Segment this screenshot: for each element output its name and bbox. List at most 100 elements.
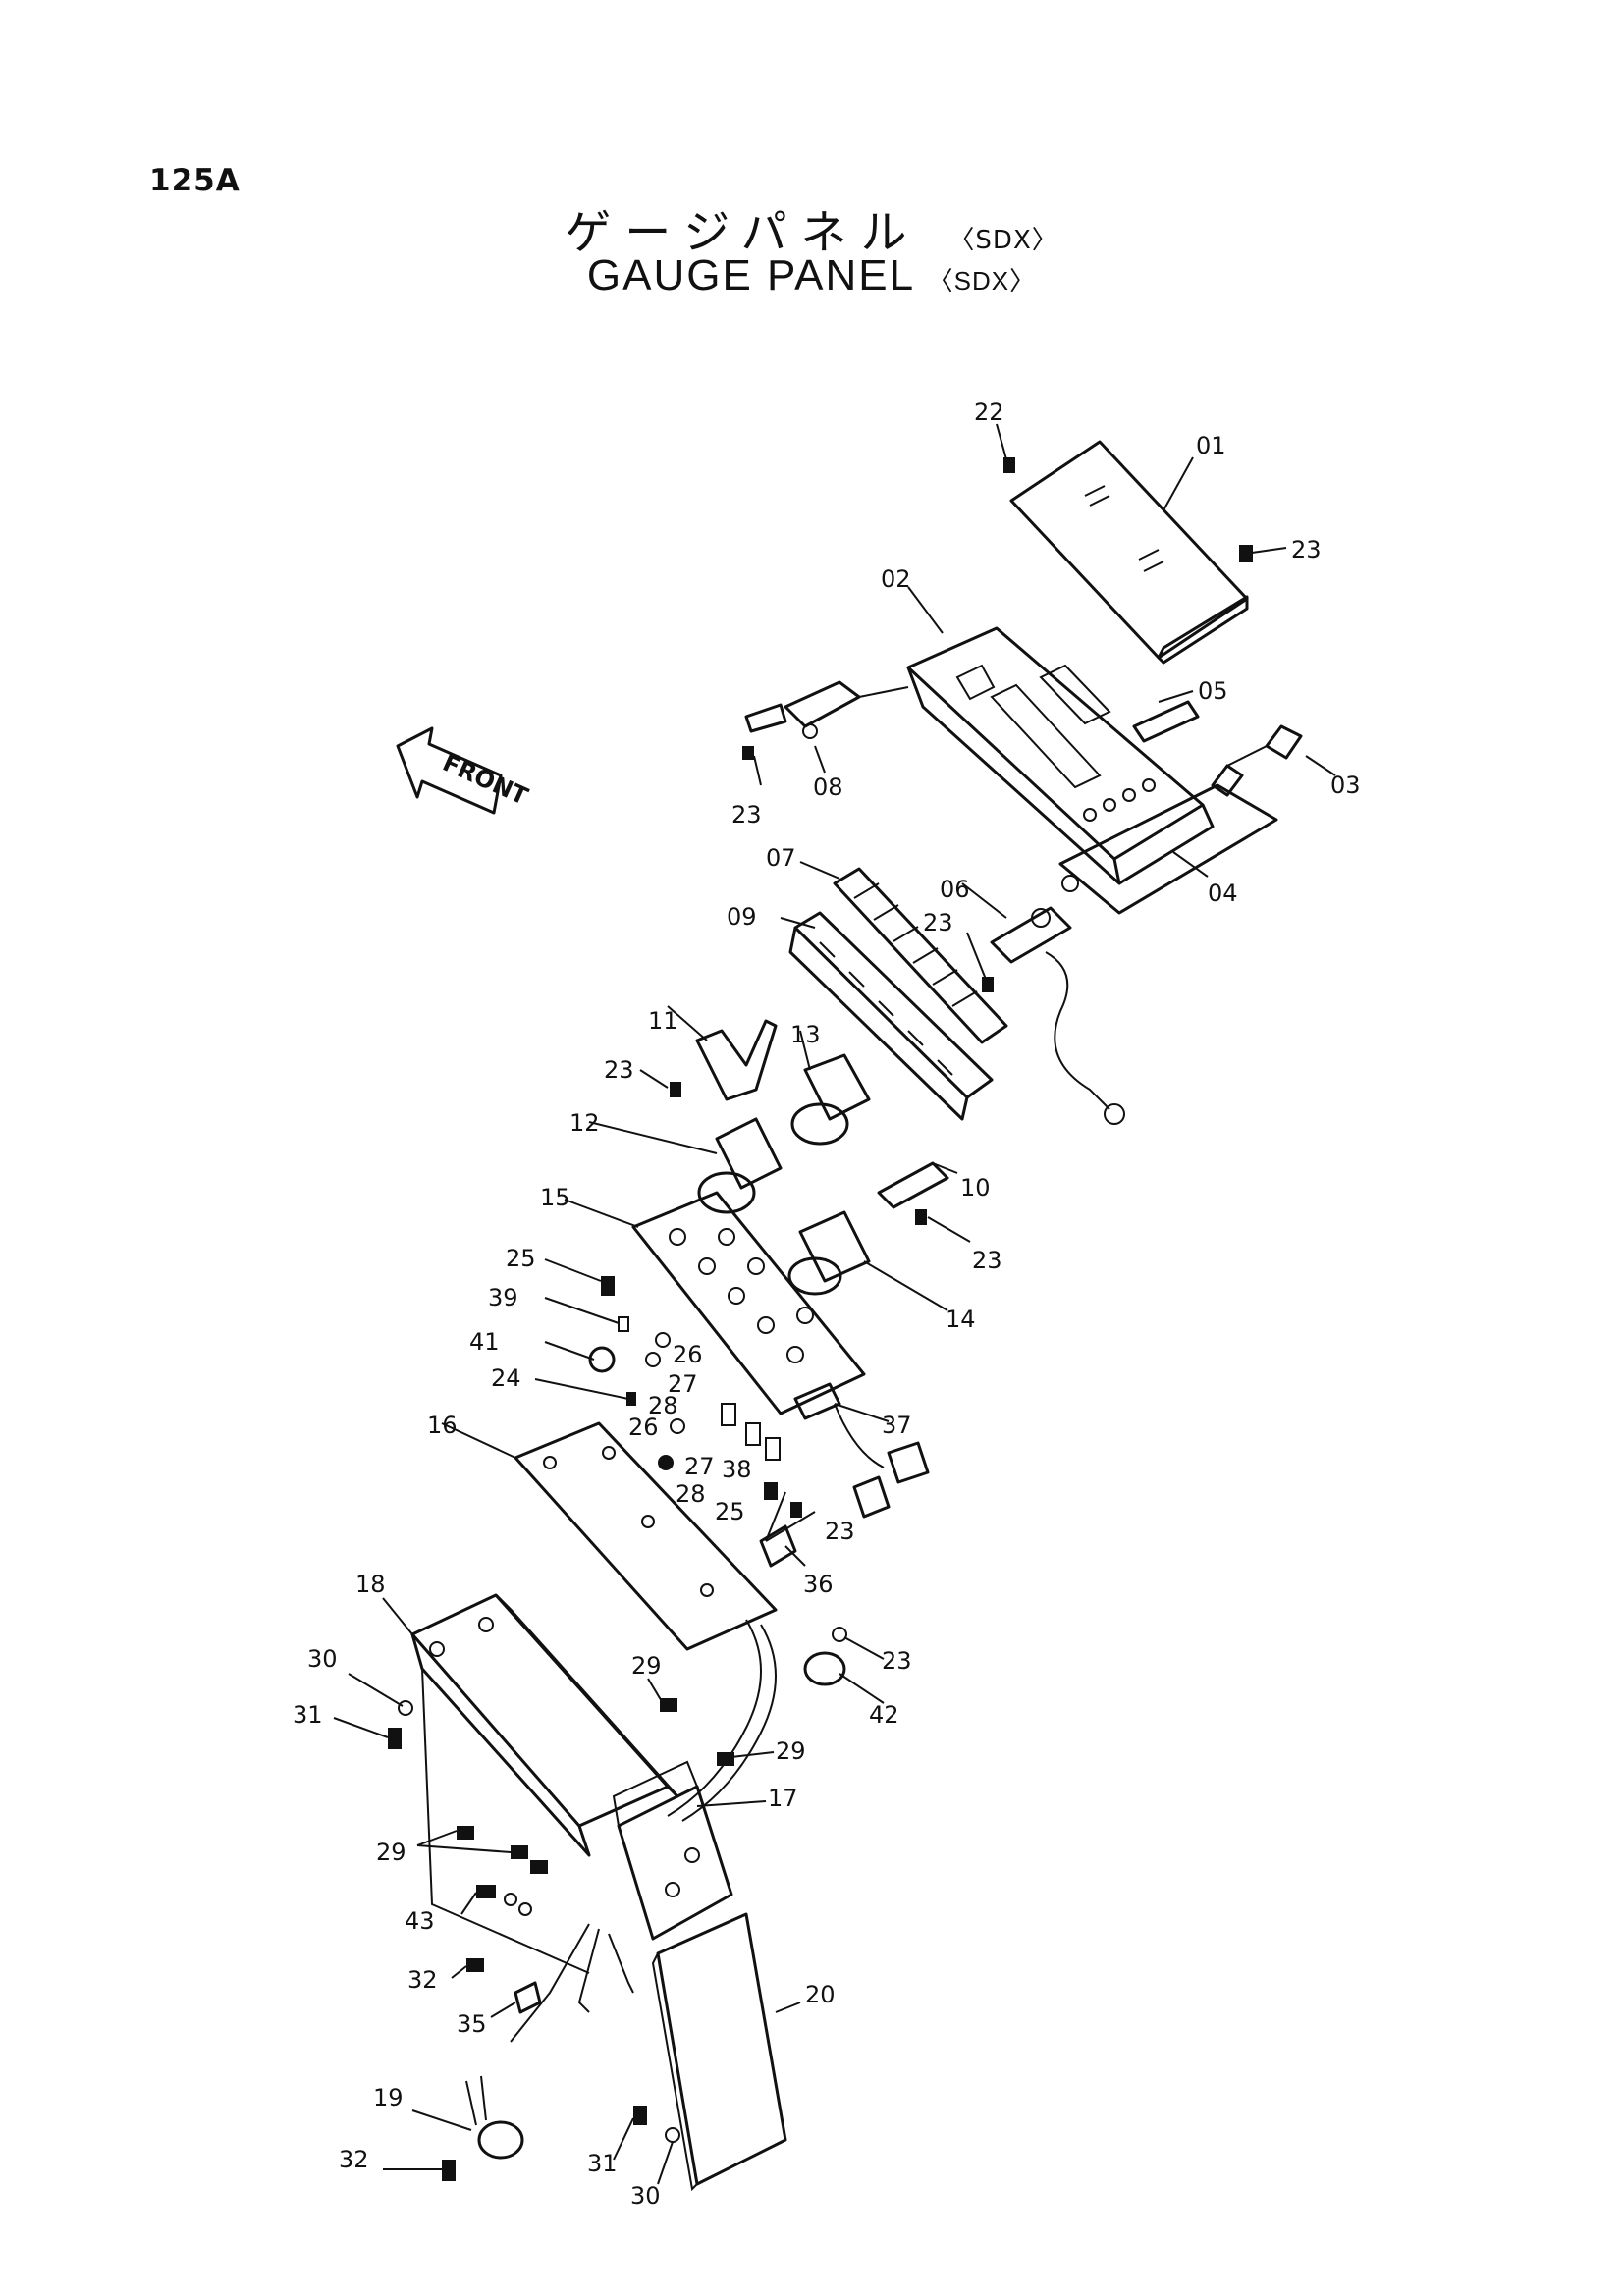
label-21: 22 [974,399,1004,426]
screw-23-b [982,977,994,992]
fastener-24 [626,1392,636,1406]
label-23-f: 23 [882,1647,912,1675]
fastener-25-b [764,1482,778,1500]
part-02-panel-frame [906,626,1215,885]
washer-27-a [645,1352,661,1367]
label-27-a: 27 [668,1370,698,1398]
screw-23-a [742,746,754,760]
label-10: 10 [960,1174,991,1201]
screw-23-f [832,1627,847,1642]
bolt-31-b [633,2106,647,2125]
wiring-harness [510,1619,777,2043]
label-02: 02 [881,565,911,593]
part-14-gauge [787,1210,871,1296]
part-08-switch [744,680,909,739]
part-19-buzzer [465,2075,524,2160]
title-en-text: GAUGE PANEL [586,251,914,299]
title-english: GAUGE PANEL 〈SDX〉 [0,251,1623,300]
label-29-b: 29 [776,1737,806,1765]
label-33: 35 [457,2010,487,2038]
label-32-b: 32 [339,2146,369,2173]
label-30-a: 30 [307,1645,338,1673]
label-31-a: 31 [293,1701,323,1729]
part-35-harness [793,1382,930,1519]
variant-tag-en: 〈SDX〉 [927,266,1037,295]
label-22: 23 [1291,536,1322,563]
washer-26-a [655,1332,671,1348]
screw-23-e [790,1502,802,1518]
label-23-d: 23 [972,1247,1002,1274]
label-06: 06 [940,876,970,903]
part-10-bracket [877,1161,949,1209]
label-38: 41 [469,1328,500,1356]
fastener-38 [588,1346,616,1373]
label-20: 20 [805,1981,836,2008]
label-36: 38 [722,1456,752,1483]
label-16: 16 [427,1412,458,1439]
lamp-36 [721,1403,781,1461]
fastener-25-a [601,1276,615,1296]
part-05-strip [1132,700,1200,743]
label-35: 37 [882,1412,912,1439]
part-01-cover [1009,440,1249,665]
label-25-a: 25 [506,1245,536,1272]
label-31-b: 31 [587,2150,618,2177]
washer-30-b [665,2127,680,2143]
part-16-lower-plate [514,1421,778,1651]
part-labels: 22 01 23 02 05 03 04 08 23 07 06 09 23 1… [293,399,1361,2210]
part-34-clamp [759,1524,797,1568]
label-23-c: 23 [604,1056,634,1084]
part-03-connector [1211,724,1303,797]
label-04: 04 [1208,880,1238,907]
label-17: 17 [768,1785,798,1812]
label-26-b: 26 [628,1414,659,1441]
part-13-gauge [790,1053,871,1146]
label-23-e: 23 [825,1518,855,1545]
bolt-29-c [457,1826,548,1874]
page-number: 125A [149,163,241,198]
screw-21 [1003,457,1015,473]
part-06-connector [990,906,1125,1125]
label-19: 19 [373,2084,404,2111]
variant-tag-jp: 〈SDX〉 [948,226,1058,255]
title-jp-text: ゲージパネル [565,206,921,260]
part-20-cover [651,1912,787,2192]
front-label: FRONT [439,749,533,811]
label-18: 18 [355,1571,386,1598]
label-23-b: 23 [923,909,953,936]
bolt-31-a [388,1728,402,1749]
part-18-box [410,1593,679,1974]
label-32-a: 32 [407,1966,438,1994]
bolt-29-a [660,1698,677,1712]
label-37: 39 [488,1284,518,1311]
label-24: 24 [491,1364,521,1392]
front-arrow: FRONT [396,726,533,815]
label-05: 05 [1198,677,1228,705]
nut-28-b [658,1455,674,1470]
washer-26-b [670,1418,685,1434]
label-14: 14 [946,1306,976,1333]
label-11: 11 [648,1007,678,1035]
label-23-a: 23 [731,801,762,828]
label-12: 12 [569,1109,600,1137]
washer-42 [518,1902,532,1916]
leader-lines [333,423,1336,2185]
screw-23-c [670,1082,681,1097]
part-11-bracket [695,1019,778,1101]
label-34: 36 [803,1571,834,1598]
label-01: 01 [1196,432,1226,459]
bolt-32-b [442,2160,456,2181]
label-25-b: 25 [715,1498,745,1525]
part-07-indicator-strip [833,867,1008,1044]
bolt-41 [476,1885,496,1898]
label-07: 07 [766,844,796,872]
bolt-29-b [717,1752,734,1766]
washer-30-a [398,1700,413,1716]
label-39: 42 [869,1701,899,1729]
label-30-b: 30 [630,2182,661,2210]
label-28-b: 28 [676,1480,706,1508]
part-04-base [1058,783,1278,915]
label-28-a: 28 [648,1392,678,1419]
label-41: 43 [405,1907,435,1935]
